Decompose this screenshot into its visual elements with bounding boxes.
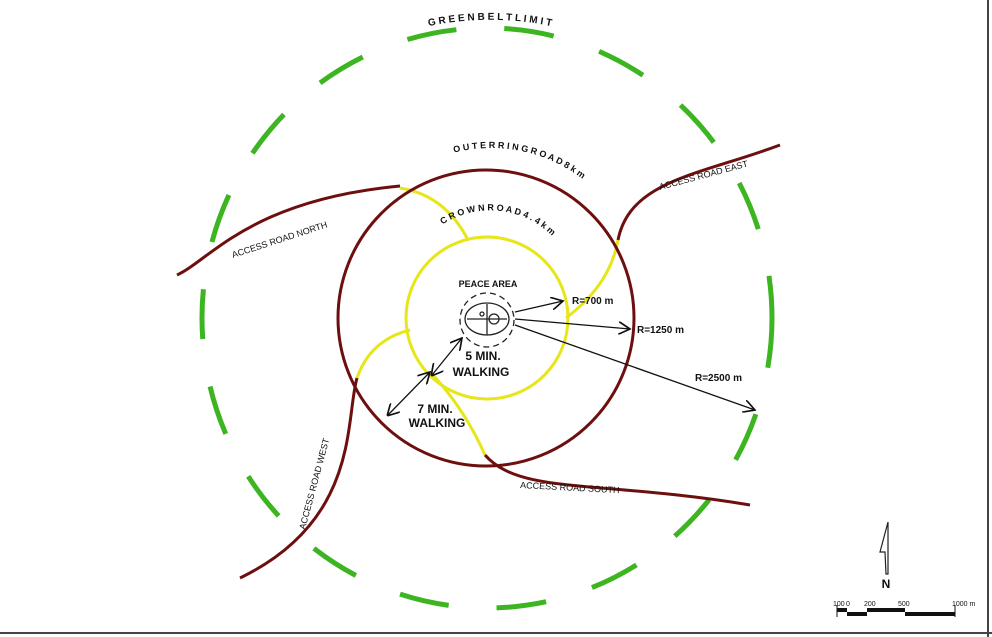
radius-700-label: R=700 m: [572, 296, 614, 307]
walk-7-label-line1: 7 MIN.: [417, 402, 452, 416]
walking-paths: [355, 186, 620, 456]
radius-2500-label: R=2500 m: [695, 373, 742, 384]
outer-ring-road: [336, 168, 636, 468]
radius-1250-label: R=1250 m: [637, 325, 684, 336]
radius-2500-arrow: [514, 324, 755, 410]
green-belt-circle: [199, 25, 775, 611]
scale-tick-100: 100: [833, 601, 845, 608]
access-road-north: [176, 184, 401, 277]
radius-1250-arrow: [514, 318, 630, 329]
scale-tick-500: 500: [898, 601, 910, 608]
scale-tick-200: 200: [864, 601, 876, 608]
peace-area-label: PEACE AREA: [459, 279, 518, 289]
peace-area-symbol: [459, 292, 515, 348]
walk-7-label-line2: WALKING: [409, 416, 466, 430]
radius-700-arrow: [514, 301, 563, 313]
scale-tick-0: 0: [846, 601, 850, 608]
walk-5-label-line2: WALKING: [453, 365, 510, 379]
north-label: N: [882, 577, 891, 591]
walk-5-label-line1: 5 MIN.: [465, 349, 500, 363]
access-road-west: [239, 377, 359, 580]
north-arrow-icon: [879, 521, 889, 575]
access-road-south: [483, 454, 751, 507]
scale-tick-1000: 1000 m: [952, 601, 976, 608]
walk-7-arrow: [388, 372, 430, 415]
walk-5-arrow: [432, 338, 462, 375]
access-road-east: [616, 143, 781, 241]
scale-bar: [836, 605, 956, 617]
